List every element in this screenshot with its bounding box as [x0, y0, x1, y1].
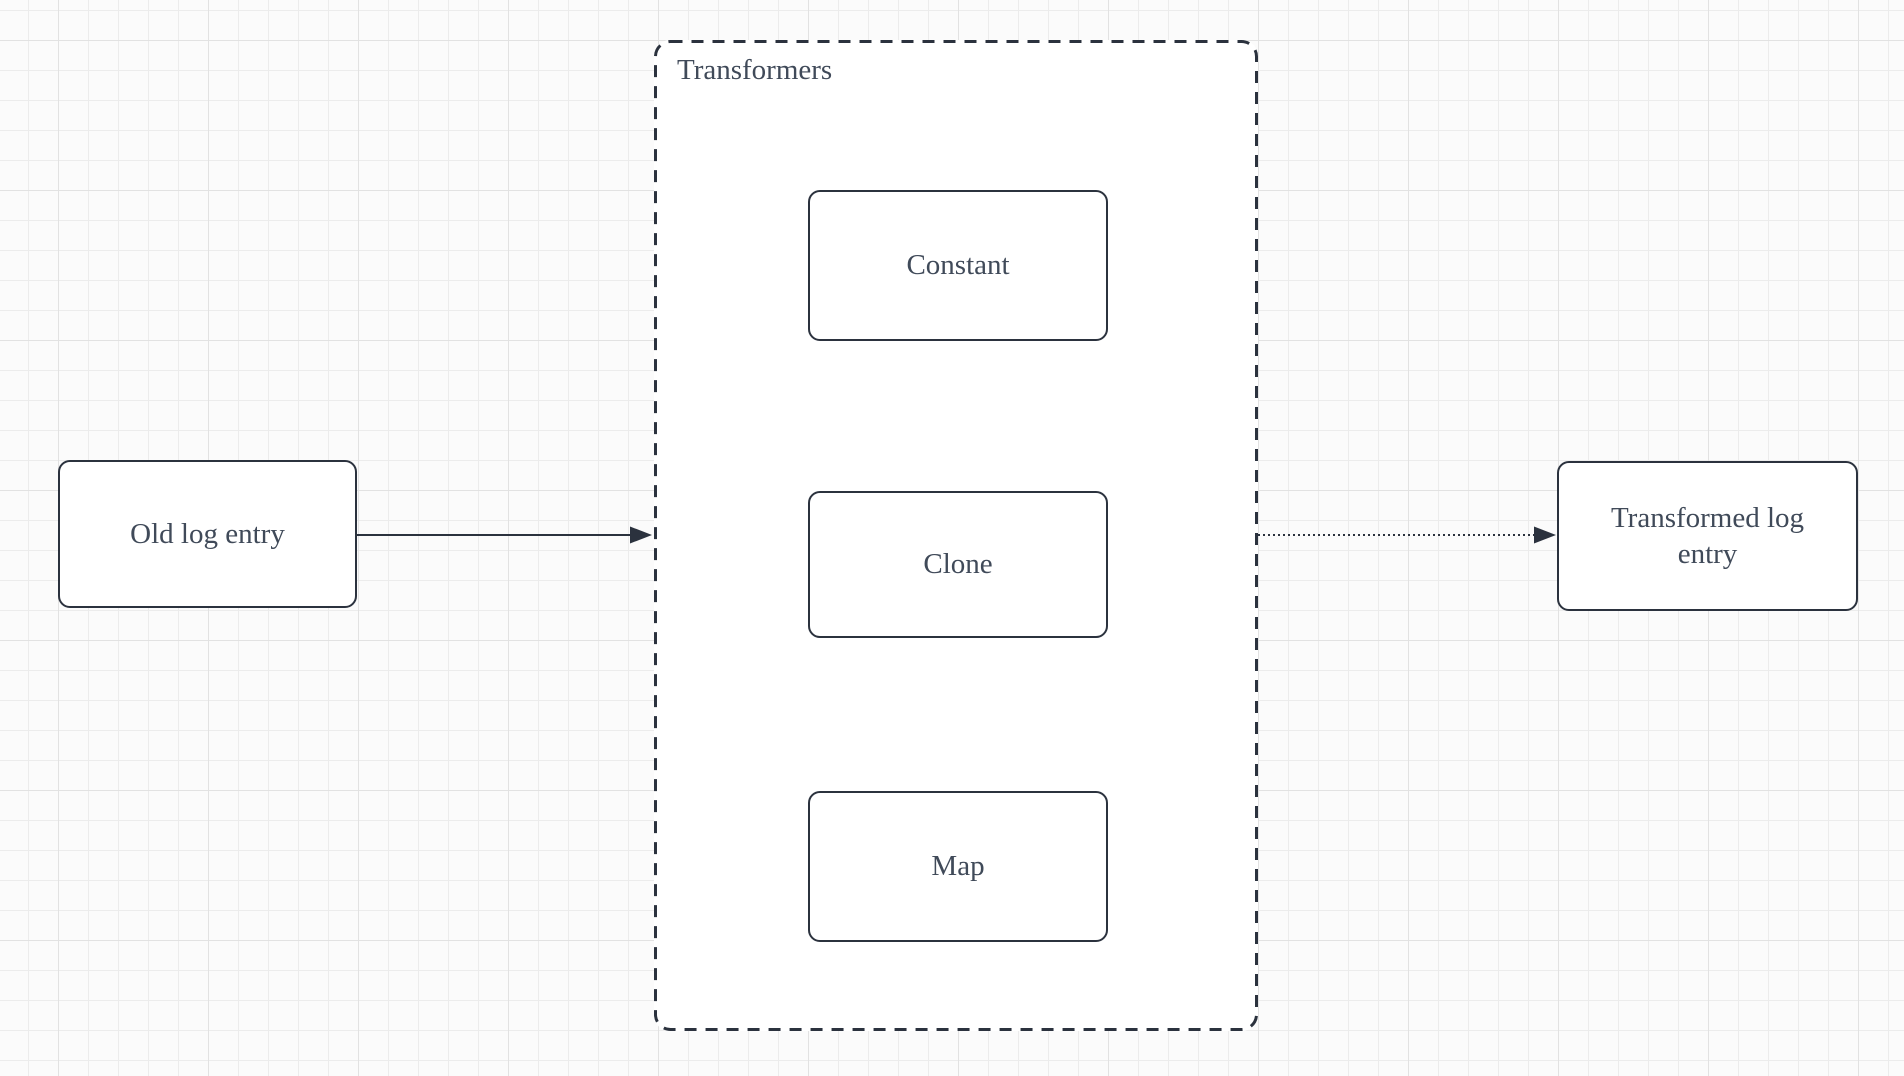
node-map[interactable]: Map — [808, 791, 1108, 942]
node-clone[interactable]: Clone — [808, 491, 1108, 638]
edge-old-to-transformers[interactable] — [357, 526, 652, 544]
node-transformed-log-entry-label: Transformed log entry — [1610, 501, 1805, 570]
node-transformed-log-entry[interactable]: Transformed log entry — [1557, 461, 1858, 611]
node-clone-label: Clone — [923, 548, 993, 581]
group-transformers-label: Transformers — [677, 54, 833, 86]
node-old-log-entry-label: Old log entry — [130, 517, 285, 550]
arrowhead-icon — [630, 526, 652, 544]
edge-transformers-to-transformed[interactable] — [1258, 526, 1556, 544]
dashed-border — [654, 40, 1258, 1031]
node-constant-label: Constant — [906, 249, 1010, 282]
node-constant[interactable]: Constant — [808, 190, 1108, 341]
node-old-log-entry[interactable]: Old log entry — [58, 460, 357, 608]
node-map-label: Map — [931, 850, 985, 883]
arrowhead-icon — [1534, 526, 1556, 544]
